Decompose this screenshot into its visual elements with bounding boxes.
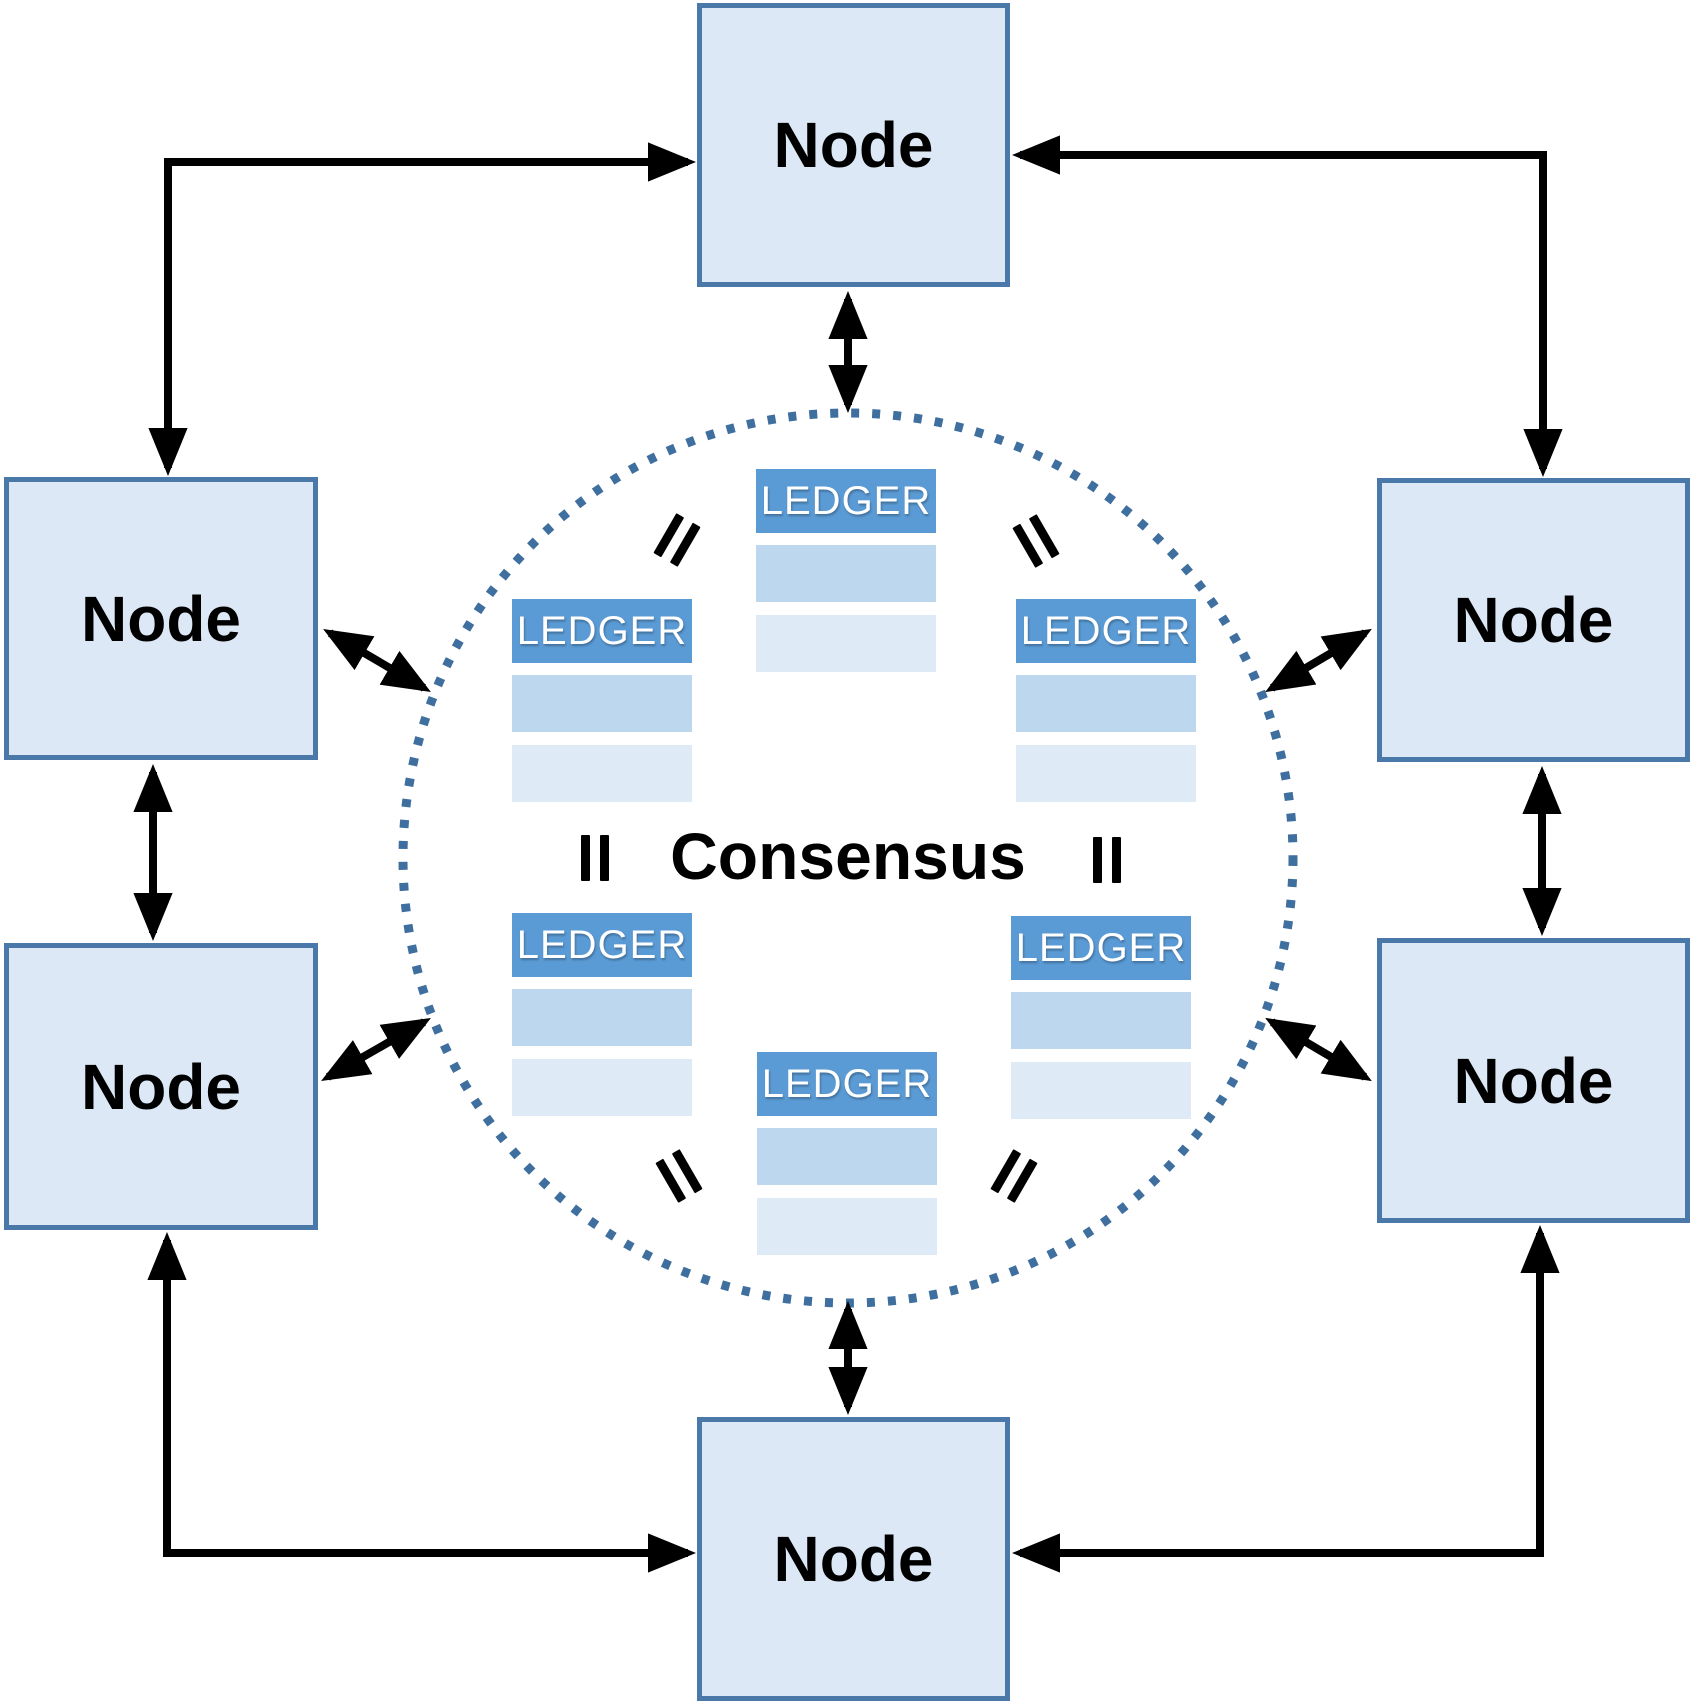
consensus-title: Consensus	[670, 819, 1026, 893]
ledger-row	[512, 989, 692, 1046]
ledger-row	[1011, 1062, 1191, 1119]
node-lower-right: Node	[1377, 938, 1690, 1223]
ledger-top-center: LEDGER	[756, 469, 936, 672]
ledger-header: LEDGER	[1016, 599, 1196, 663]
ledger-bottom-center: LEDGER	[757, 1052, 937, 1255]
ledger-lower-left: LEDGER	[512, 913, 692, 1116]
node-lower-left: Node	[4, 943, 318, 1230]
arrow-topright-elbow	[1012, 135, 1563, 477]
node-upper-left: Node	[4, 477, 318, 760]
ledger-header: LEDGER	[512, 599, 692, 663]
node-label: Node	[1453, 1044, 1614, 1117]
ledger-header: LEDGER	[756, 469, 936, 533]
ledger-header: LEDGER	[512, 913, 692, 977]
ledger-header: LEDGER	[757, 1052, 937, 1116]
ledger-lower-right: LEDGER	[1011, 916, 1191, 1119]
ledger-row	[512, 1059, 692, 1116]
node-upper-right: Node	[1377, 478, 1690, 762]
ledger-row	[756, 615, 936, 672]
ledger-upper-left: LEDGER	[512, 599, 692, 802]
ledger-header: LEDGER	[1011, 916, 1191, 980]
ledger-row	[757, 1128, 937, 1185]
node-label: Node	[81, 1050, 241, 1123]
node-label: Node	[1453, 584, 1614, 656]
ledger-row	[756, 545, 936, 602]
node-label: Node	[773, 1523, 934, 1595]
ledger-row	[512, 745, 692, 802]
arrow-bottomright-elbow	[1012, 1225, 1560, 1573]
node-label: Node	[773, 109, 934, 181]
arrow-lowerleft-node-circle	[321, 1018, 431, 1081]
arrow-upperleft-node-circle	[323, 628, 431, 693]
node-top: Node	[697, 3, 1010, 287]
ledger-row	[1016, 675, 1196, 732]
arrow-bottomleft-elbow	[147, 1232, 696, 1573]
arrow-lowerright-node-circle	[1265, 1017, 1372, 1082]
ledger-row	[512, 675, 692, 732]
node-label: Node	[81, 582, 241, 655]
node-bottom: Node	[697, 1417, 1010, 1701]
arrow-upperright-node-circle	[1265, 628, 1372, 693]
ledger-row	[1016, 745, 1196, 802]
ledger-row	[1011, 992, 1191, 1049]
arrow-topleft-elbow	[148, 142, 696, 476]
ledger-upper-right: LEDGER	[1016, 599, 1196, 802]
ledger-row	[757, 1198, 937, 1255]
